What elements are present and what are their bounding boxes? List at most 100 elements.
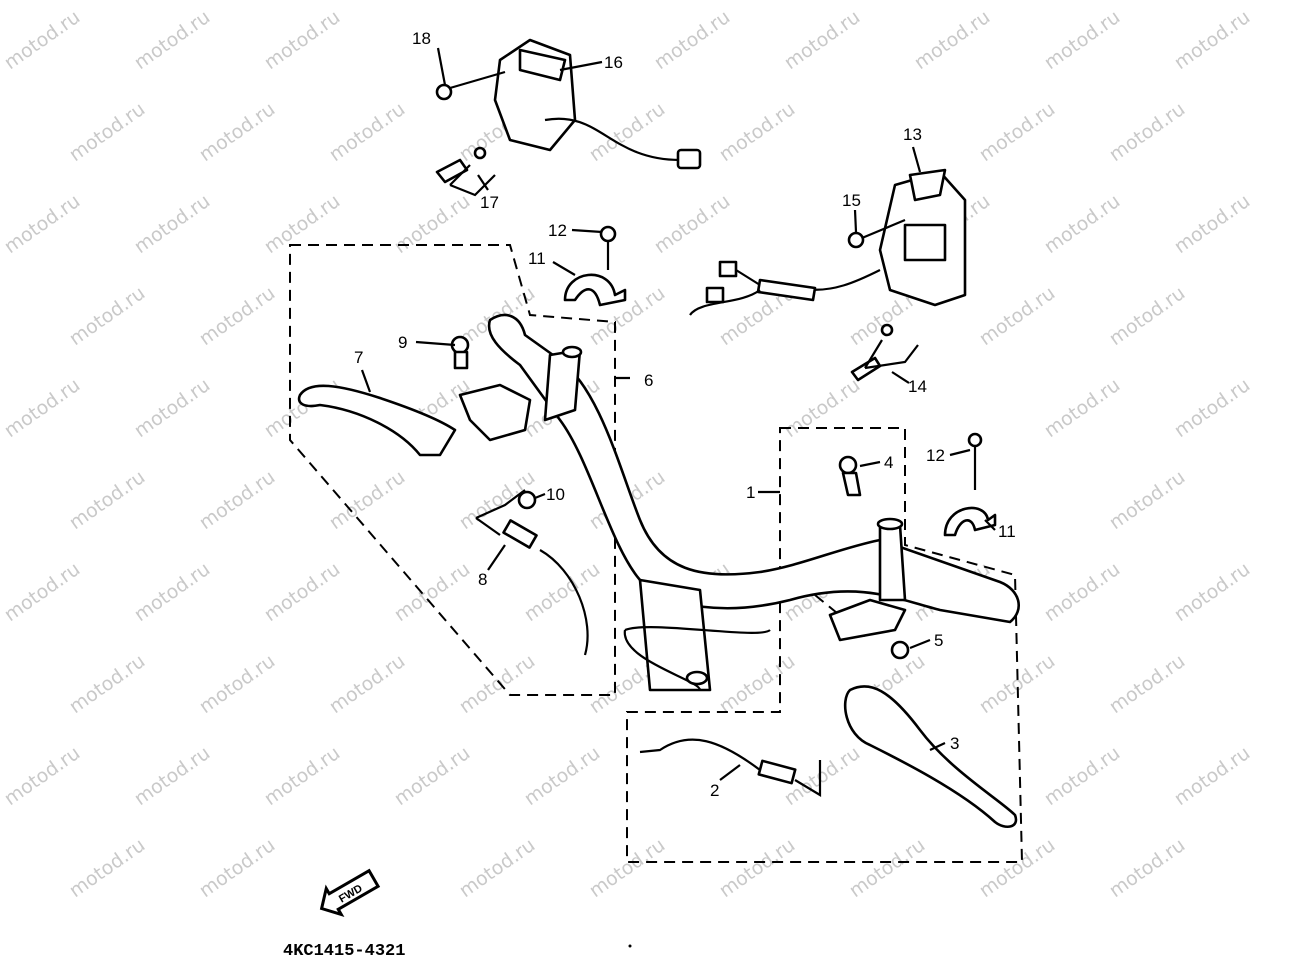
watermark-text: motod.ru (650, 6, 734, 74)
part-5-nut (890, 640, 910, 660)
watermark-text: motod.ru (715, 98, 799, 166)
watermark-text: motod.ru (195, 834, 279, 902)
watermark-text: motod.ru (455, 650, 539, 718)
callout-18: 18 (412, 29, 431, 48)
part-10-nut (517, 490, 537, 510)
watermark-text: motod.ru (65, 282, 149, 350)
fwd-arrow-icon: FWD (319, 868, 381, 918)
watermark-text: motod.ru (1170, 190, 1254, 258)
watermark-text: motod.ru (455, 834, 539, 902)
watermark-text: motod.ru (1170, 558, 1254, 626)
watermark-text: motod.ru (1040, 190, 1124, 258)
watermark-text: motod.ru (65, 98, 149, 166)
callout-7: 7 (354, 348, 363, 367)
watermark-text: motod.ru (585, 834, 669, 902)
watermark-text: motod.ru (1170, 742, 1254, 810)
part-7-lever (297, 335, 532, 457)
dot-mark (628, 944, 632, 948)
part-11-clamp-right (943, 432, 997, 537)
callout-13: 13 (903, 125, 922, 144)
watermark-text: motod.ru (195, 282, 279, 350)
watermark-text: motod.ru (0, 742, 84, 810)
watermark-text: motod.ru (390, 558, 474, 626)
watermark-text: motod.ru (260, 190, 344, 258)
watermark-text: motod.ru (130, 190, 214, 258)
watermark-text: motod.ru (195, 650, 279, 718)
watermark-text: motod.ru (65, 834, 149, 902)
watermark-text: motod.ru (390, 742, 474, 810)
watermark-text: motod.ru (1105, 98, 1189, 166)
watermark-text: motod.ru (1040, 6, 1124, 74)
watermark-text: motod.ru (650, 190, 734, 258)
callout-2: 2 (710, 781, 719, 800)
watermark-text: motod.ru (130, 6, 214, 74)
watermark-text: motod.ru (975, 98, 1059, 166)
watermark-text: motod.ru (1105, 466, 1189, 534)
watermark-text: motod.ru (1105, 650, 1189, 718)
callout-16: 16 (604, 53, 623, 72)
watermark-text: motod.ru (195, 98, 279, 166)
watermark-text: motod.ru (0, 190, 84, 258)
callout-10: 10 (546, 485, 565, 504)
watermark-text: motod.ru (325, 466, 409, 534)
watermark-text: motod.ru (260, 742, 344, 810)
part-8-switch (475, 489, 589, 656)
watermark-layer: motod.ru motod.ru motod.ru motod.ru motod.ru… (0, 6, 1254, 902)
group-box-1 (626, 427, 1024, 863)
callout-11: 11 (528, 249, 546, 268)
callout-12-right: 12 (926, 446, 945, 465)
watermark-text: motod.ru (195, 466, 279, 534)
watermark-text: motod.ru (1170, 374, 1254, 442)
leader-lines (360, 47, 996, 781)
callout-8: 8 (478, 570, 487, 589)
callout-1: 1 (746, 483, 755, 502)
watermark-text: motod.ru (390, 190, 474, 258)
watermark-text: motod.ru (1170, 6, 1254, 74)
callout-5: 5 (934, 631, 943, 650)
watermark-text: motod.ru (0, 6, 84, 74)
watermark-text: motod.ru (780, 374, 864, 442)
watermark-text: motod.ru (1040, 374, 1124, 442)
watermark-text: motod.ru (1105, 834, 1189, 902)
watermark-text: motod.ru (130, 742, 214, 810)
watermark-text: motod.ru (845, 834, 929, 902)
callout-17: 17 (480, 193, 499, 212)
watermark-text: motod.ru (780, 6, 864, 74)
callout-labels: 18 16 17 13 15 12 11 9 7 6 14 10 8 4 12 … (354, 29, 1016, 800)
watermark-text: motod.ru (715, 650, 799, 718)
watermark-text: motod.ru (0, 374, 84, 442)
part-16-switch (435, 38, 702, 197)
watermark-text: motod.ru (1040, 742, 1124, 810)
watermark-text: motod.ru (325, 650, 409, 718)
callout-15: 15 (842, 191, 861, 210)
watermark-text: motod.ru (1040, 558, 1124, 626)
watermark-text: motod.ru (715, 834, 799, 902)
watermark-text: motod.ru (520, 742, 604, 810)
callout-3: 3 (950, 734, 959, 753)
watermark-text: motod.ru (130, 558, 214, 626)
part-11-clamp-left (563, 225, 627, 307)
watermark-text: motod.ru (130, 374, 214, 442)
callout-4: 4 (884, 453, 893, 472)
callout-11-right: 11 (998, 522, 1016, 541)
callout-14: 14 (908, 377, 927, 396)
handlebar (487, 313, 1020, 692)
callout-9: 9 (398, 333, 407, 352)
watermark-text: motod.ru (65, 466, 149, 534)
callout-12: 12 (548, 221, 567, 240)
callout-6: 6 (644, 371, 653, 390)
watermark-text: motod.ru (325, 98, 409, 166)
part-code: 4KC1415-4321 (283, 942, 405, 961)
watermark-text: motod.ru (260, 558, 344, 626)
group-box-6 (289, 244, 616, 696)
watermark-text: motod.ru (260, 6, 344, 74)
watermark-text: motod.ru (0, 558, 84, 626)
part-13-switch (689, 168, 967, 382)
part-3-lever (828, 455, 1018, 829)
watermark-text: motod.ru (1105, 282, 1189, 350)
watermark-text: motod.ru (975, 834, 1059, 902)
watermark-text: motod.ru (975, 282, 1059, 350)
watermark-text: motod.ru (65, 650, 149, 718)
part-2-switch (639, 738, 822, 797)
